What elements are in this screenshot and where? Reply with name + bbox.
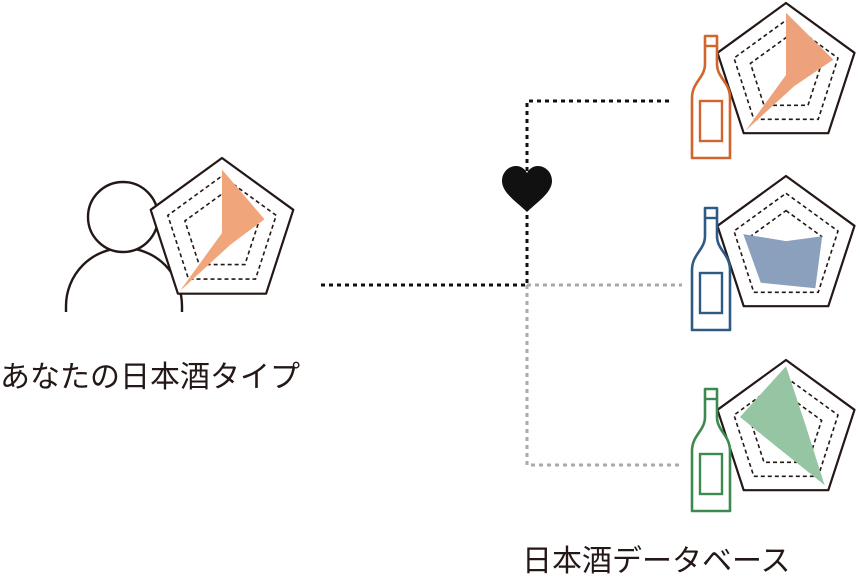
radar-profile-area bbox=[745, 12, 834, 131]
radar-profile-area bbox=[179, 169, 265, 292]
user-caption: あなたの日本酒タイプ bbox=[0, 360, 300, 395]
connector-lines bbox=[321, 99, 682, 467]
person-icon bbox=[64, 180, 184, 312]
sake-entry bbox=[690, 1, 856, 160]
connector-matched bbox=[321, 99, 670, 287]
person-body bbox=[64, 246, 184, 312]
radar-grid-ring bbox=[733, 376, 839, 478]
sake-entry bbox=[690, 358, 856, 513]
user-radar-chart bbox=[149, 156, 295, 295]
heart-icon bbox=[502, 166, 552, 212]
radar-profile-area bbox=[743, 234, 823, 289]
sake-bottle-icon bbox=[690, 34, 732, 160]
sake-radar-chart bbox=[716, 358, 856, 492]
user-profile-group bbox=[64, 156, 295, 312]
database-caption: 日本酒データベース bbox=[522, 544, 791, 579]
connector-unmatched bbox=[525, 283, 682, 467]
radar-profile-area bbox=[740, 366, 825, 486]
radar-grid-ring bbox=[749, 209, 823, 280]
radar-grid-ring bbox=[733, 192, 839, 294]
sake-entry bbox=[690, 174, 856, 332]
bottle-label bbox=[698, 452, 724, 496]
sake-radar-chart bbox=[716, 174, 856, 308]
sake-bottle-icon bbox=[690, 387, 732, 513]
bottle-label bbox=[698, 99, 724, 143]
sake-bottle-icon bbox=[690, 206, 732, 332]
person-head bbox=[86, 180, 160, 254]
bottle-label bbox=[698, 271, 724, 315]
sake-radar-chart bbox=[716, 1, 856, 135]
radar-grid-ring bbox=[733, 19, 839, 121]
